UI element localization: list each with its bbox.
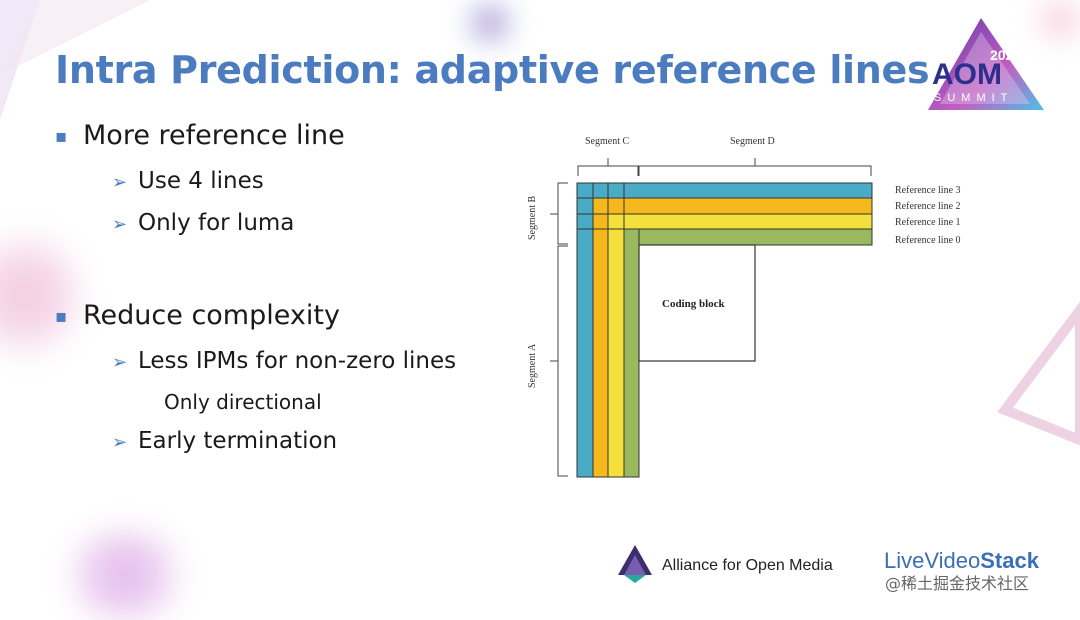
- bullet-text: Reduce complexity: [83, 300, 340, 331]
- reference-line-3-row: [576, 182, 873, 199]
- arrow-bullet-icon: ➢: [112, 172, 128, 193]
- lvs-prefix: LiveVideo: [884, 548, 981, 573]
- square-bullet-icon: ▪: [55, 126, 68, 147]
- corner-grid: [577, 183, 639, 245]
- arrow-bullet-icon: ➢: [112, 432, 128, 453]
- sub-bullet-text: Only for luma: [138, 210, 295, 236]
- reference-line-3-label: Reference line 3: [895, 185, 961, 196]
- reference-line-0-label: Reference line 0: [895, 235, 961, 246]
- sub-bullet-text: Use 4 lines: [138, 168, 264, 194]
- reference-line-2-column: [592, 197, 609, 478]
- bullet-item: ▪ Reduce complexity: [55, 300, 340, 331]
- reference-line-0-row: [623, 228, 873, 246]
- segment-a-brace: [550, 245, 568, 477]
- summit-year: 2021: [990, 47, 1021, 63]
- segment-d-brace: [638, 158, 872, 176]
- sub-bullet-item: ➢ Use 4 lines: [112, 168, 264, 194]
- segment-b-label: Segment B: [527, 196, 538, 240]
- segment-b-brace: [550, 182, 568, 245]
- reference-line-2-label: Reference line 2: [895, 201, 961, 212]
- sub-bullet-item: ➢ Early termination: [112, 428, 337, 454]
- summit-word: SUMMIT: [934, 92, 1013, 104]
- aom-footer-text: Alliance for Open Media: [662, 557, 833, 574]
- reference-line-1-column: [607, 213, 625, 478]
- aom-summit-logo: 2021 AOM SUMMIT: [928, 18, 1044, 110]
- bullet-text: More reference line: [83, 120, 345, 151]
- background-decoration: [1030, 0, 1080, 40]
- sub-bullet-text: Early termination: [138, 428, 338, 454]
- background-triangle: [997, 301, 1080, 446]
- segment-c-label: Segment C: [585, 136, 629, 147]
- arrow-bullet-icon: ➢: [112, 214, 128, 235]
- segment-a-label: Segment A: [527, 343, 538, 388]
- slide-title: Intra Prediction: adaptive reference lin…: [55, 48, 930, 92]
- sub-sub-bullet-text: Only directional: [164, 390, 322, 414]
- summit-letters: AOM: [932, 58, 1002, 91]
- sub-bullet-text: Less IPMs for non-zero lines: [138, 348, 457, 374]
- reference-line-1-label: Reference line 1: [895, 217, 961, 228]
- arrow-bullet-icon: ➢: [112, 352, 128, 373]
- segment-c-brace: [577, 158, 639, 176]
- reference-line-1-row: [607, 213, 873, 230]
- square-bullet-icon: ▪: [55, 306, 68, 327]
- coding-block: [638, 244, 756, 362]
- reference-lines-diagram: Segment C Segment D Segment B Segment A: [527, 136, 961, 478]
- bullet-item: ▪ More reference line: [55, 120, 345, 151]
- lvs-suffix: Stack: [980, 548, 1039, 573]
- segment-d-label: Segment D: [730, 136, 775, 147]
- coding-block-label: Coding block: [662, 298, 726, 310]
- aom-triangle-logo: [618, 545, 652, 583]
- sub-bullet-item: ➢ Less IPMs for non-zero lines: [112, 348, 456, 374]
- background-decoration: [0, 230, 80, 360]
- watermark-text: @稀土掘金技术社区: [885, 574, 1030, 593]
- sub-bullet-item: ➢ Only for luma: [112, 210, 294, 236]
- livevideostack-logo: LiveVideoStack: [884, 548, 1039, 574]
- background-decoration: [470, 5, 510, 41]
- background-decoration: [60, 530, 190, 620]
- reference-line-0-column: [623, 228, 640, 478]
- reference-line-3-column: [576, 182, 594, 478]
- background-triangle: [0, 0, 150, 120]
- reference-line-2-row: [592, 197, 873, 215]
